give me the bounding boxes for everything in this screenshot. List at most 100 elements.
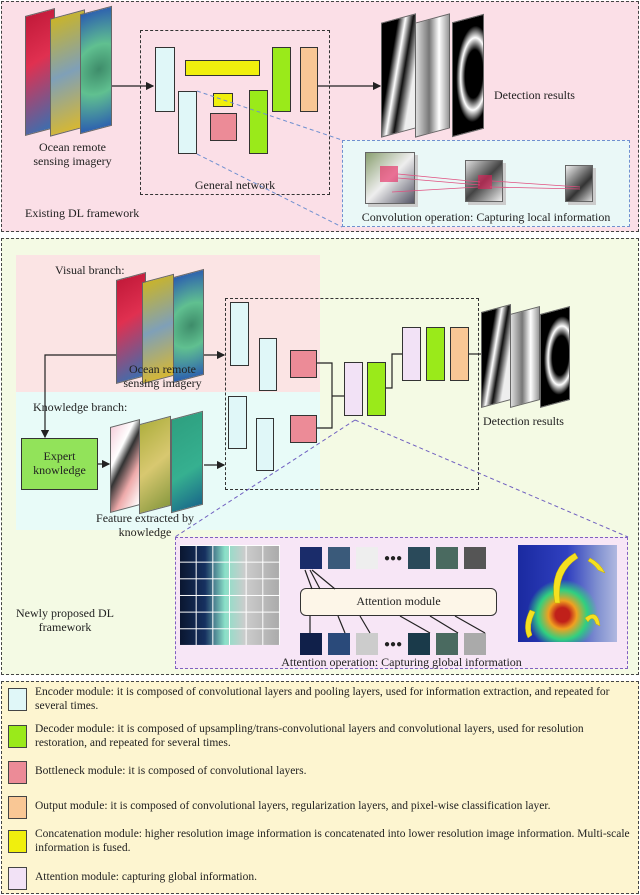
attention-arrow-icon xyxy=(525,609,536,639)
attention-block xyxy=(402,327,421,381)
encoder-block xyxy=(230,302,249,366)
general-network-box xyxy=(140,30,330,195)
legend-item-bottleneck: Bottleneck module: it is composed of con… xyxy=(35,765,307,778)
legend-item-concatenation: Concatenation module: higher resolution … xyxy=(35,828,630,855)
conv-link xyxy=(391,186,479,193)
decoder-block xyxy=(367,362,386,416)
knowledge-branch-label: Knowledge branch: xyxy=(33,400,128,414)
concatenation-block xyxy=(213,93,233,107)
patch-token xyxy=(464,547,487,569)
decoder-block xyxy=(249,90,268,154)
attention-module-box: Attention module xyxy=(300,588,497,616)
patch-token xyxy=(328,547,350,569)
connector xyxy=(317,362,333,429)
legend-row-decoder: Decoder module: it is composed of upsamp… xyxy=(8,722,633,750)
attention-link xyxy=(429,615,459,634)
attention-link xyxy=(454,615,486,634)
legend: Encoder module: it is composed of convol… xyxy=(1,681,639,894)
feature-label: Feature extracted by knowledge xyxy=(96,511,194,539)
attention-link xyxy=(399,615,431,634)
patch-token xyxy=(300,633,322,655)
legend-swatch-attention xyxy=(8,866,27,890)
decoder-block xyxy=(272,47,291,112)
legend-item-attention: Attention module: capturing global infor… xyxy=(35,870,257,883)
proposed-network-box xyxy=(225,298,479,490)
patch-tokens-top: ●●● xyxy=(300,547,497,569)
input-label: Ocean remote sensing imagery xyxy=(123,362,202,390)
bottleneck-block xyxy=(290,350,317,378)
visual-branch-label: Visual branch: xyxy=(55,263,125,277)
concatenation-block xyxy=(185,60,260,76)
zoom-guide xyxy=(354,419,629,538)
arrow xyxy=(40,354,116,439)
input-label: Ocean remote sensing imagery xyxy=(33,140,112,168)
ellipsis: ●●● xyxy=(384,552,403,564)
legend-swatch-output xyxy=(8,795,27,819)
patch-token xyxy=(436,547,459,569)
attention-arrow-icon xyxy=(584,614,601,627)
existing-framework-label: Existing DL framework xyxy=(25,206,140,220)
attention-link xyxy=(359,615,371,634)
encoder-block xyxy=(155,47,175,112)
proposed-framework-label: Newly proposed DL framework xyxy=(16,606,114,634)
conv-link xyxy=(491,180,581,188)
patch-token xyxy=(408,547,431,569)
conv-link xyxy=(397,173,481,183)
legend-swatch-concatenation xyxy=(8,830,27,854)
attention-link xyxy=(337,615,346,634)
patch-token xyxy=(356,547,378,569)
patch-token xyxy=(300,547,322,569)
decoder-block xyxy=(426,327,445,381)
bottleneck-block xyxy=(210,113,237,141)
encoder-block xyxy=(259,338,277,391)
detection-results-label: Detection results xyxy=(483,414,564,428)
expert-knowledge-box: Expert knowledge xyxy=(21,438,98,490)
attention-link xyxy=(309,569,321,590)
patch-grid-image xyxy=(180,545,280,645)
detection-results-label: Detection results xyxy=(494,88,575,102)
patch-token xyxy=(464,633,487,655)
conv-link xyxy=(397,177,481,186)
conv-caption: Convolution operation: Capturing local i… xyxy=(361,210,611,224)
patch-token xyxy=(408,633,431,655)
connector xyxy=(386,353,402,389)
output-block xyxy=(450,327,469,381)
attention-module-label: Attention module xyxy=(356,594,441,608)
zoom-guide xyxy=(174,419,356,538)
attention-arrow-icon xyxy=(587,557,606,574)
patch-tokens-bottom: ●●● xyxy=(300,633,497,655)
conv-link xyxy=(489,186,581,190)
attention-link xyxy=(304,569,313,590)
bottleneck-block xyxy=(290,415,317,443)
conv-kernel-highlight xyxy=(478,175,492,189)
encoder-block xyxy=(256,418,274,471)
legend-item-decoder: Decoder module: it is composed of upsamp… xyxy=(35,722,584,749)
patch-token xyxy=(328,633,350,655)
attention-arrow-icon xyxy=(553,552,579,604)
zoom-guide xyxy=(196,90,343,141)
patch-token xyxy=(436,633,459,655)
legend-row-output: Output module: it is composed of convolu… xyxy=(8,793,633,819)
attention-block xyxy=(344,362,363,416)
legend-swatch-encoder xyxy=(8,688,27,711)
legend-row-attention: Attention module: capturing global infor… xyxy=(8,864,633,890)
output-block xyxy=(300,47,318,112)
legend-swatch-bottleneck xyxy=(8,761,27,785)
conv-kernel-highlight xyxy=(380,166,398,182)
legend-swatch-decoder xyxy=(8,724,27,748)
patch-token xyxy=(356,633,378,655)
feature-map-3 xyxy=(565,165,593,202)
network-label: General network xyxy=(194,178,276,192)
encoder-block xyxy=(228,396,247,449)
ellipsis: ●●● xyxy=(384,638,403,650)
legend-row-encoder: Encoder module: it is composed of convol… xyxy=(8,685,633,713)
legend-item-encoder: Encoder module: it is composed of convol… xyxy=(35,686,610,712)
attention-caption: Attention operation: Capturing global in… xyxy=(281,655,522,669)
legend-row-concatenation: Concatenation module: higher resolution … xyxy=(8,827,633,855)
zoom-guide xyxy=(196,153,343,228)
expert-knowledge-label: Expert knowledge xyxy=(33,449,86,477)
legend-panel xyxy=(1,681,639,894)
encoder-block xyxy=(178,91,197,154)
legend-row-bottleneck: Bottleneck module: it is composed of con… xyxy=(8,758,633,785)
